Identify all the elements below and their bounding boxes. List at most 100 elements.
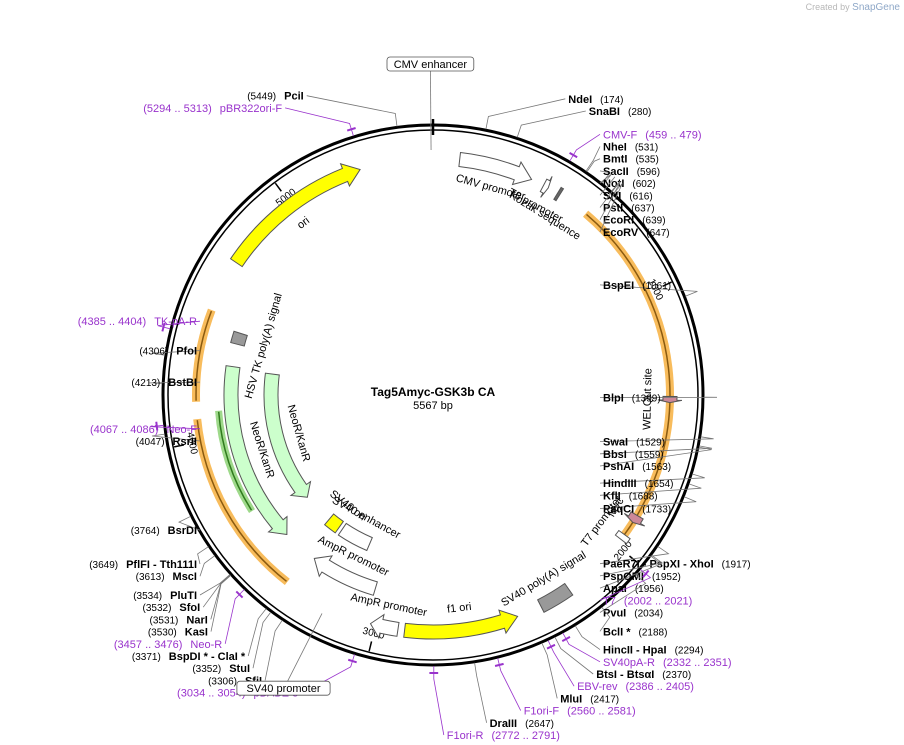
site-name: PshAI (603, 461, 634, 473)
site-position: (1688) (629, 491, 658, 502)
site-position: (2647) (525, 719, 554, 730)
primer-label: (4385 .. 4404)TK-pA-R (78, 316, 197, 328)
site-position: (3649) (89, 560, 118, 571)
primer-leader (150, 424, 201, 430)
site-name: KasI (185, 627, 208, 639)
site-leader (199, 555, 216, 577)
site-name: MscI (173, 571, 197, 583)
primer-name: pBR322ori-F (220, 103, 283, 115)
site-leader (199, 574, 231, 596)
primer-name: F1ori-R (447, 730, 484, 742)
site-position: (596) (637, 167, 660, 178)
primer-leader (599, 569, 652, 601)
restriction-site-label: BmtI(535) (603, 154, 659, 166)
site-position: (3352) (192, 664, 221, 675)
restriction-site-label: SnaBI(280) (589, 106, 652, 118)
site-name: PciI (284, 91, 304, 103)
site-name: PaqCI (603, 504, 634, 516)
site-name: ApaI (603, 583, 627, 595)
site-position: (1956) (635, 584, 664, 595)
restriction-site-label: (3532)SfoI (143, 602, 201, 614)
primer-label: F1ori-R (2772 .. 2791) (447, 730, 560, 742)
tick-mark (368, 641, 373, 652)
site-leader (264, 619, 283, 681)
snapgene-logo: SnapGene (852, 2, 900, 13)
site-position: (5449) (247, 92, 276, 103)
orf-highlight-arc (192, 308, 216, 402)
restriction-site-label: (3352) StuI (192, 663, 250, 675)
primer-label: CMV-F(459 .. 479) (603, 129, 702, 141)
primer-leader (562, 632, 601, 663)
site-leader (474, 662, 487, 723)
restriction-site-label: (3534)PluTI (133, 590, 197, 602)
site-leader (599, 473, 705, 484)
site-leader (485, 98, 566, 130)
restriction-site-label: (3371)BspDI * - ClaI * (132, 651, 246, 663)
site-name: PluTI (170, 590, 197, 602)
primer-name: TK-pA-R (154, 316, 197, 328)
site-leader (210, 575, 231, 632)
snapgene-credit: Created by SnapGene (806, 2, 900, 13)
site-name: EcoRV (603, 227, 639, 239)
restriction-site-label: (5449) PciI (247, 91, 303, 103)
site-leader (210, 574, 231, 620)
site-position: (1917) (722, 560, 751, 571)
site-name: RsrII (173, 436, 197, 448)
site-position: (3764) (131, 526, 160, 537)
primer-leader (497, 658, 522, 711)
restriction-site-label: HindIII(1654) (603, 478, 674, 490)
primer-label: (4067 .. 4086)Neo-F (90, 424, 197, 436)
site-leader (599, 183, 623, 233)
restriction-site-label: BtsI - BtsαI(2370) (596, 669, 691, 681)
primer-leader (433, 666, 445, 736)
restriction-site-label: (3531)NarI (149, 614, 207, 626)
site-name: BbsI (603, 449, 627, 461)
site-position: (2370) (662, 670, 691, 681)
restriction-site-label: NotI(602) (603, 178, 656, 190)
site-leader (599, 483, 702, 496)
tick-mark (174, 444, 185, 448)
feature-ori (229, 163, 361, 268)
site-name: StuI (229, 663, 250, 675)
site-leader (599, 555, 663, 589)
feature-label: ori (295, 215, 312, 232)
restriction-site-label: PaeR7I - PspXI - XhoI(1917) (603, 559, 751, 571)
site-position: (174) (600, 95, 623, 106)
restriction-site-label: BclI *(2188) (603, 626, 667, 638)
site-leader (599, 606, 611, 632)
primer-range: (2772 .. 2791) (491, 730, 560, 742)
restriction-site-label: PvuI(2034) (603, 608, 663, 620)
site-position: (3531) (149, 615, 178, 626)
site-name: BclI * (603, 626, 631, 638)
site-leader (586, 158, 601, 173)
site-leader (554, 636, 594, 675)
site-leader (149, 381, 201, 384)
site-name: PflFI - Tth111I (126, 559, 197, 571)
site-position: (1559) (635, 450, 664, 461)
restriction-site-label: (4213)BstBI (131, 377, 197, 389)
site-leader (178, 515, 201, 531)
site-position: (616) (629, 191, 652, 202)
site-position: (1529) (636, 438, 665, 449)
site-name: BlpI (603, 393, 624, 405)
orf-arrow-line (195, 310, 213, 401)
feature-sv40-ori (323, 513, 345, 534)
site-leader (599, 176, 616, 196)
site-leader (197, 546, 209, 565)
restriction-site-label: BspEI(1061) (603, 280, 671, 292)
restriction-site-label: EcoRI(639) (603, 215, 666, 227)
feature-neor-kanr (263, 372, 312, 498)
site-leader (599, 284, 698, 297)
site-position: (535) (635, 155, 658, 166)
boxed-label-leader (429, 65, 432, 151)
primer-name: T7 (603, 595, 616, 607)
site-position: (647) (646, 228, 669, 239)
primer-range: (2332 .. 2351) (663, 657, 732, 669)
feature-myc (623, 511, 646, 527)
primer-leader (547, 640, 575, 687)
primer-name: Neo-F (166, 424, 197, 436)
feature-cmv-promoter (458, 151, 533, 186)
feature-neor-kanr (223, 365, 288, 536)
restriction-site-label: HincII - HpaI(2294) (603, 645, 703, 657)
